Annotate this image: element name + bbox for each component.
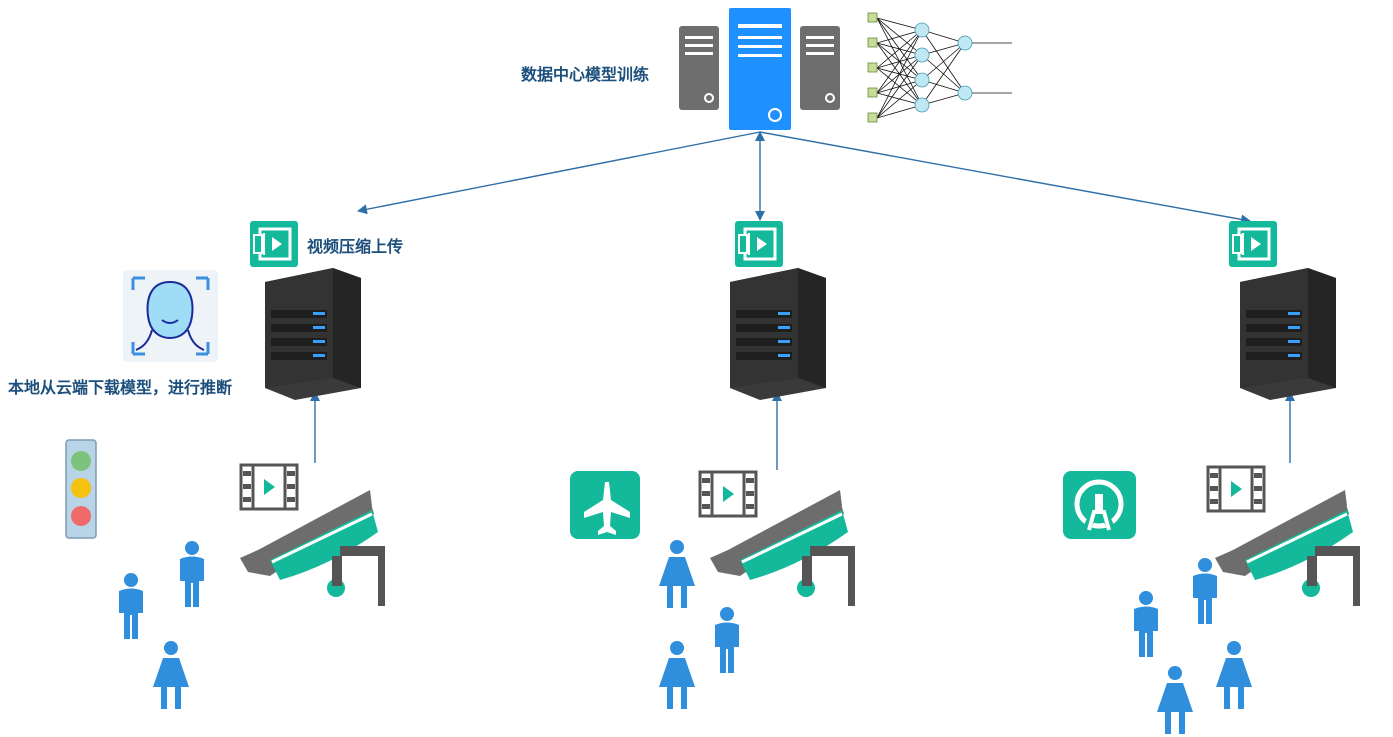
airplane-icon xyxy=(570,471,640,539)
nn-input-node xyxy=(867,112,878,123)
video-file-icon xyxy=(239,463,299,511)
nn-node xyxy=(914,72,930,88)
face-recognition-icon xyxy=(123,270,218,362)
video-compress-icon xyxy=(248,219,300,269)
nn-node xyxy=(957,35,973,51)
video-compress-icon xyxy=(1227,219,1279,269)
video-file-icon xyxy=(1206,465,1266,513)
nn-input-node xyxy=(867,37,878,48)
server-rack-icon xyxy=(678,8,841,130)
person-icon xyxy=(180,541,204,607)
neural-network-icon xyxy=(867,12,1012,123)
person-icon xyxy=(659,641,695,709)
nn-node xyxy=(914,22,930,38)
railway-station-icon xyxy=(1063,471,1136,539)
nn-input-node xyxy=(867,62,878,73)
video-compress-icon xyxy=(733,219,785,269)
nn-input-node xyxy=(867,87,878,98)
edge-server-icon xyxy=(265,268,361,400)
datacenter-servers xyxy=(678,8,841,130)
upload-label: 视频压缩上传 xyxy=(307,237,404,256)
datacenter-label: 数据中心模型训练 xyxy=(521,65,650,84)
person-icon xyxy=(153,641,189,709)
person-icon xyxy=(1134,591,1158,657)
cloud-server-icon xyxy=(729,8,791,130)
nn-input-node xyxy=(867,12,878,23)
arrow-to-right-node xyxy=(759,131,1251,225)
nn-node xyxy=(914,47,930,63)
connection-arrows xyxy=(310,131,1295,470)
video-file-icon xyxy=(698,470,758,518)
local-inference-label: 本地从云端下载模型，进行推断 xyxy=(8,378,233,397)
person-icon xyxy=(1157,666,1193,734)
edge-server-icon xyxy=(1240,268,1336,400)
arrow-to-left-node xyxy=(357,131,761,215)
nn-node xyxy=(914,97,930,113)
person-icon xyxy=(1193,558,1217,624)
person-icon xyxy=(119,573,143,639)
person-icon xyxy=(659,540,695,608)
person-icon xyxy=(1216,641,1252,709)
nn-node xyxy=(957,85,973,101)
edge-server-icon xyxy=(730,268,826,400)
traffic-light-icon xyxy=(65,439,97,539)
person-icon xyxy=(715,607,739,673)
